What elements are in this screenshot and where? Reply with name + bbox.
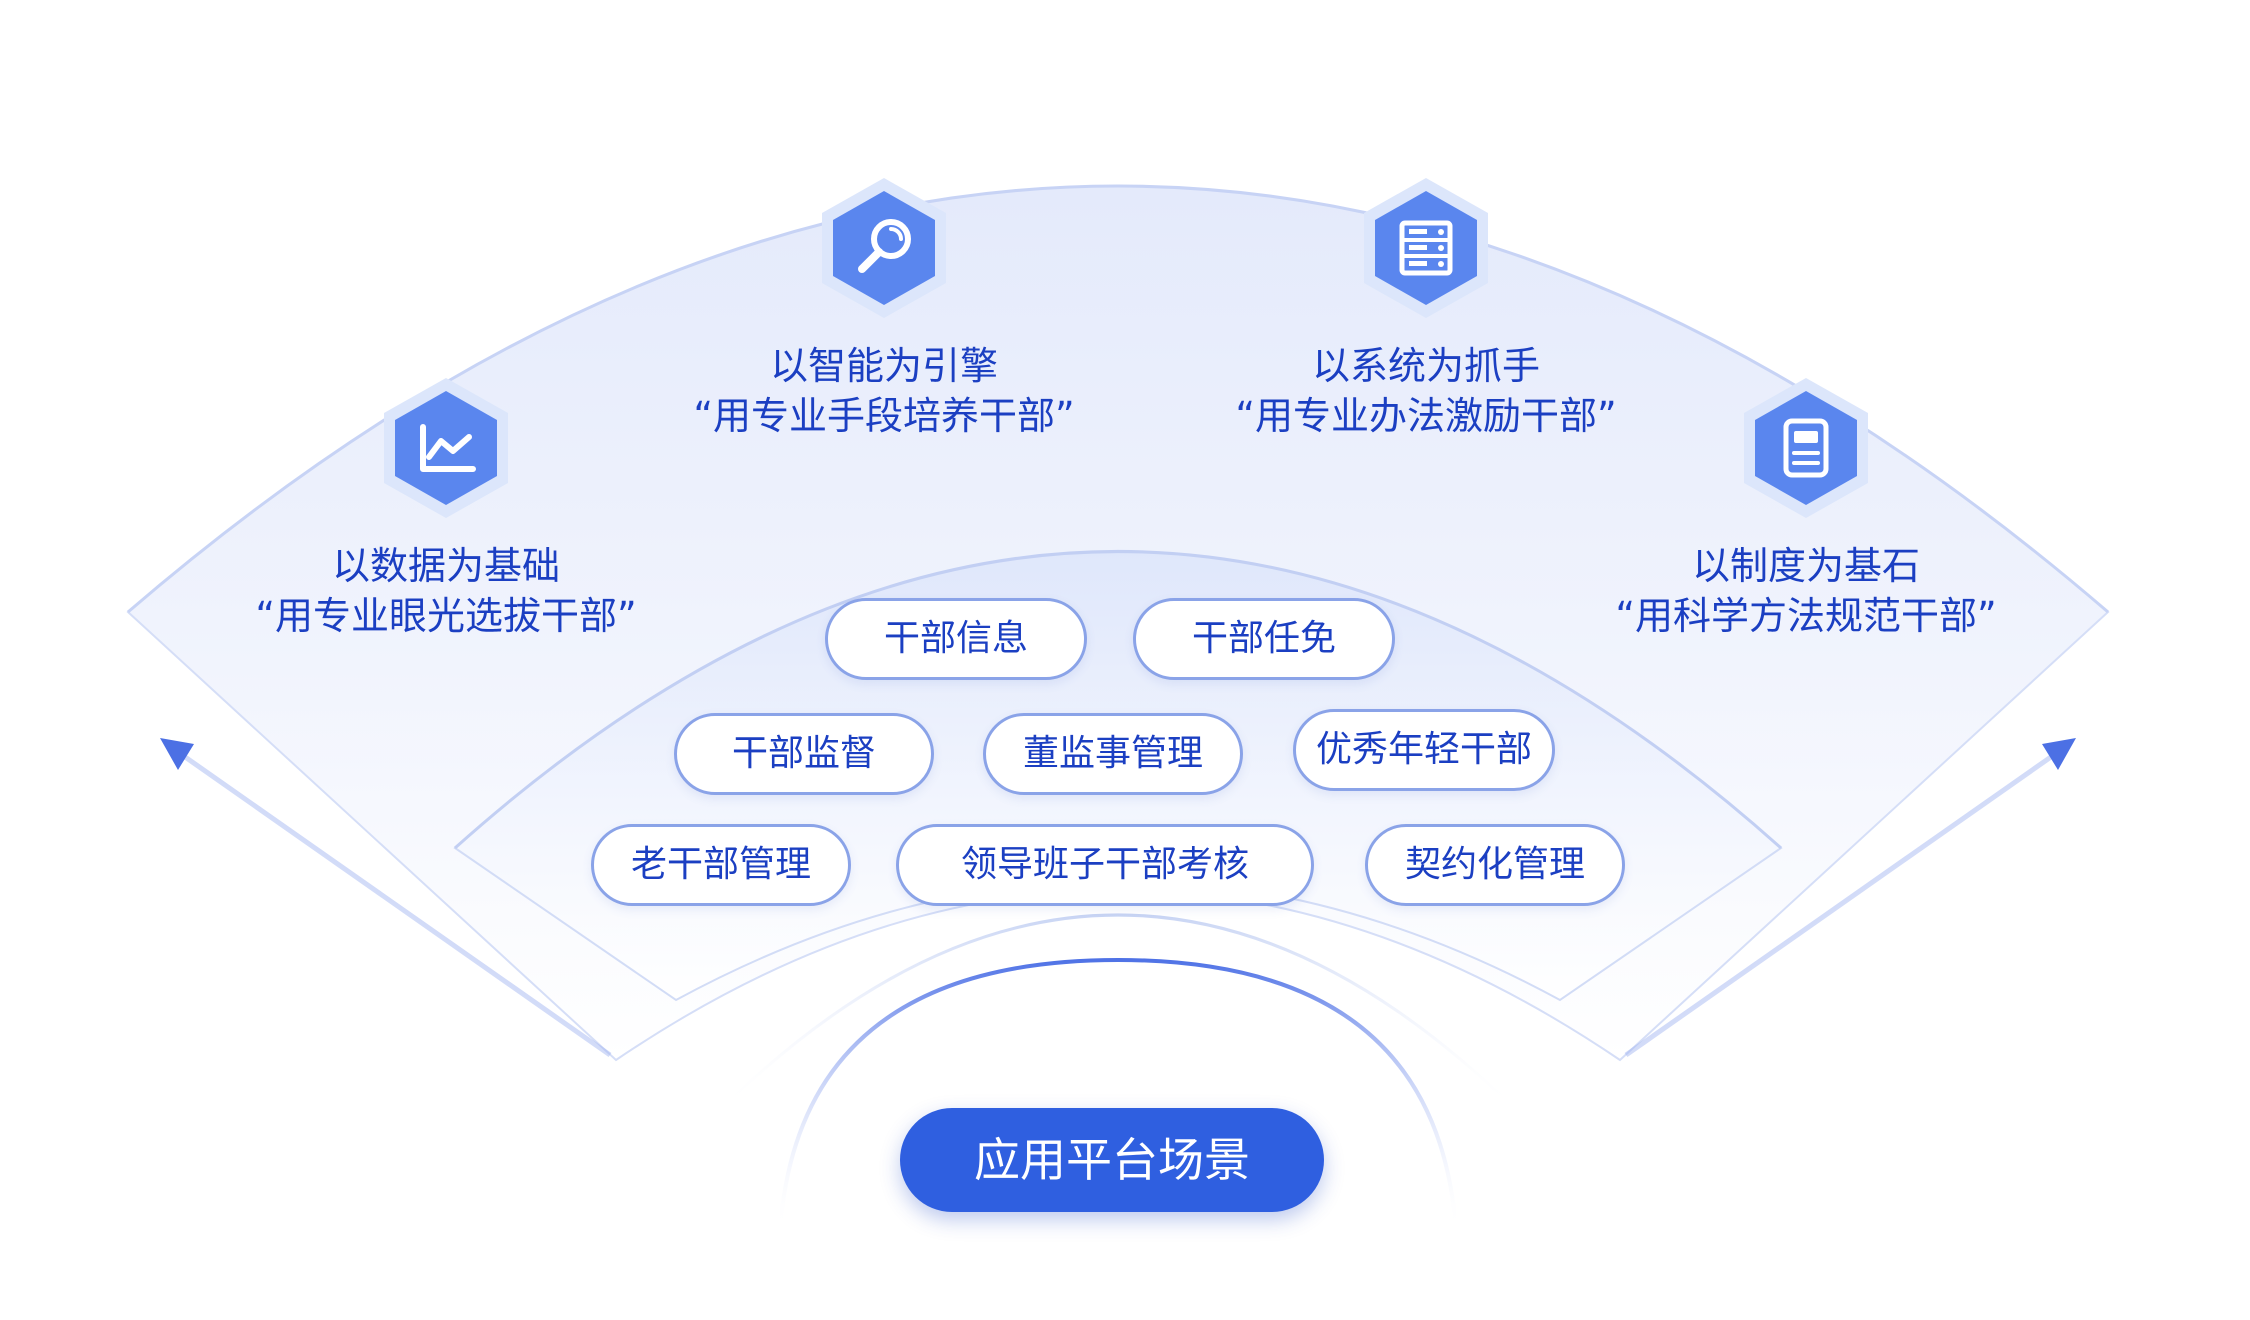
tag-leadership-assessment[interactable]: 领导班子干部考核 bbox=[896, 824, 1314, 906]
middle-arc bbox=[718, 913, 1518, 1112]
server-rack-icon bbox=[1364, 178, 1488, 318]
pillar-quote: “用专业眼光选拔干部” bbox=[255, 594, 637, 638]
pillar-title: 以数据为基础 bbox=[331, 544, 560, 588]
pillar-quote: “用专业手段培养干部” bbox=[693, 394, 1075, 438]
line-chart-icon bbox=[384, 378, 508, 518]
right-arrow-head bbox=[2042, 738, 2076, 770]
document-icon bbox=[1744, 378, 1868, 518]
tag-retired-cadres[interactable]: 老干部管理 bbox=[591, 824, 851, 906]
pillar-title: 以制度为基石 bbox=[1691, 544, 1920, 588]
magnifier-icon bbox=[822, 178, 946, 318]
core-platform-button[interactable]: 应用平台场景 bbox=[900, 1108, 1324, 1212]
left-arrow-line bbox=[176, 749, 612, 1058]
pillar-quote: “用科学方法规范干部” bbox=[1615, 594, 1997, 638]
tag-young-cadres[interactable]: 优秀年轻干部 bbox=[1293, 709, 1555, 791]
tag-cadre-supervision[interactable]: 干部监督 bbox=[674, 713, 934, 795]
core-arc bbox=[778, 957, 1458, 1231]
tag-board-management[interactable]: 董监事管理 bbox=[983, 713, 1243, 795]
pillar-system-handle: 以系统为抓手 “用专业办法激励干部” bbox=[1146, 175, 1706, 441]
tag-cadre-info[interactable]: 干部信息 bbox=[825, 598, 1087, 680]
pillar-quote: “用专业办法激励干部” bbox=[1235, 394, 1617, 438]
tag-cadre-appointment[interactable]: 干部任免 bbox=[1133, 598, 1395, 680]
pillar-intelligence-engine: 以智能为引擎 “用专业手段培养干部” bbox=[604, 175, 1164, 441]
pillar-title: 以智能为引擎 bbox=[769, 344, 998, 388]
pillar-title: 以系统为抓手 bbox=[1311, 344, 1540, 388]
pillar-data-foundation: 以数据为基础 “用专业眼光选拔干部” bbox=[166, 375, 726, 641]
pillar-institution-cornerstone: 以制度为基石 “用科学方法规范干部” bbox=[1526, 375, 2086, 641]
inner-fan-rim bbox=[454, 550, 1782, 850]
tag-contract-management[interactable]: 契约化管理 bbox=[1365, 824, 1625, 906]
right-arrow-line bbox=[1624, 749, 2060, 1058]
left-arrow-head bbox=[160, 738, 194, 770]
